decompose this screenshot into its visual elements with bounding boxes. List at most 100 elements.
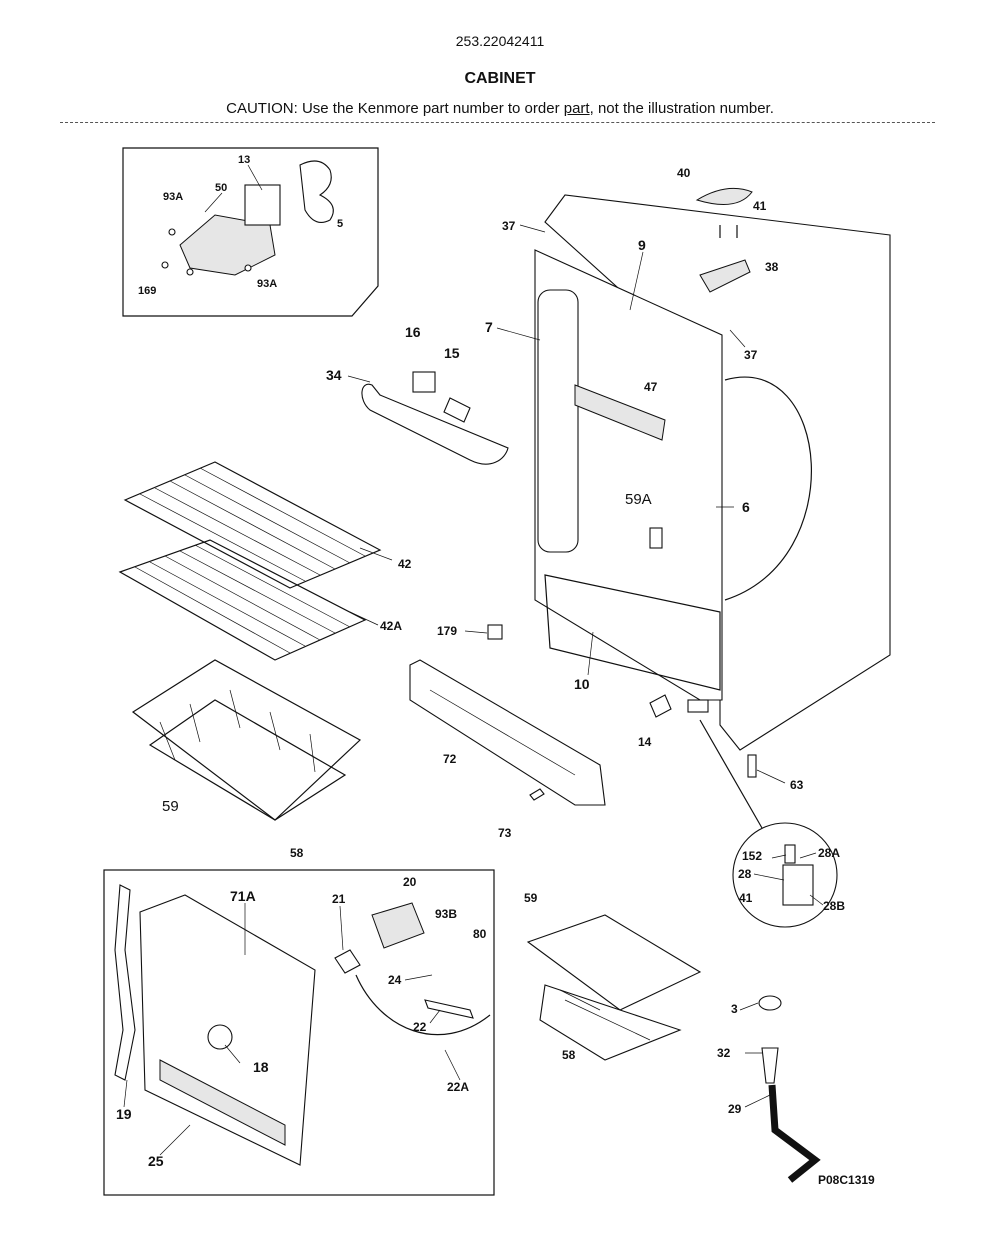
screw-icon [186,268,194,276]
fan-grille [207,1024,233,1050]
drain-hose-29 [768,1084,821,1183]
leveling-leg [747,754,757,778]
handle-light-group [361,371,509,465]
air-duct [574,384,666,441]
hinge-pin [784,844,796,864]
kick-plate-body [409,659,606,806]
callout-28: 28 [738,867,752,881]
clip-179 [487,624,503,640]
lower-panel-inset [103,869,495,1196]
door-handle [361,383,509,465]
cabinet-body [534,187,891,751]
cabinet-opening [534,249,723,701]
light-bulb [443,397,471,423]
hinge-bracket [782,864,814,906]
top-hinge [699,259,751,293]
part-link[interactable]: part [563,100,590,117]
hinge-plate [687,699,709,713]
callout-labels: 13 50 93A 5 169 93A 40 41 38 37 9 7 37 1… [116,154,875,1187]
wire-22a [355,974,491,1036]
callout-41-bottom: 41 [739,891,753,905]
callout-19: 19 [116,1106,132,1122]
callout-58-bottom: 58 [562,1048,576,1062]
kick-plate [409,624,606,806]
callout-18: 18 [253,1059,269,1075]
basket-lower [539,984,682,1061]
callout-6: 6 [742,499,750,515]
light-switch [412,371,436,393]
callout-73: 73 [498,826,512,840]
callout-22a: 22A [447,1080,469,1094]
callout-21: 21 [332,892,346,906]
callout-59-right: 59 [524,891,538,905]
callout-59a: 59A [625,491,652,508]
rear-coil [724,376,812,601]
cover-slot [159,1059,286,1146]
callout-28b: 28B [823,899,845,913]
drain-cap-3 [758,995,782,1011]
callout-42a: 42A [380,619,402,633]
callout-14: 14 [638,735,652,749]
callout-28a: 28A [818,846,840,860]
callout-15: 15 [444,345,460,361]
wire-basket [131,659,362,821]
callout-50: 50 [215,182,227,194]
drain-tube [114,884,136,1081]
callout-93a-bottom: 93A [257,278,277,290]
thermostat-21 [334,949,361,974]
callout-38: 38 [765,260,779,274]
fan-motor [244,184,281,226]
hinge-cover [695,187,753,205]
callout-3: 3 [731,1002,738,1016]
callout-80: 80 [473,927,487,941]
control-box-20 [371,902,425,949]
fan-blade [299,160,334,223]
callout-42: 42 [398,557,412,571]
callout-152: 152 [742,849,762,863]
screw-icon [244,264,252,272]
callout-72: 72 [443,752,457,766]
diagram-code: P08C1319 [818,1173,875,1187]
screw-icon [161,261,169,269]
callout-32: 32 [717,1046,731,1060]
basket-floor [148,699,347,821]
caution-text: CAUTION: Use the Kenmore part number to … [226,100,564,117]
callout-63: 63 [790,778,804,792]
screw-73 [529,788,545,801]
fan-assembly-inset [122,147,379,317]
callout-34: 34 [326,367,342,383]
shelf-lower [118,539,367,661]
callout-58-top: 58 [290,846,304,860]
cabinet-bottom [544,574,721,691]
callout-169: 169 [138,285,156,297]
caution-text-end: , not the illustration number. [589,100,774,117]
shelf-upper [123,461,382,589]
drain-parts [758,995,821,1183]
callout-71a: 71A [230,888,256,904]
inset-frame [122,147,379,317]
callout-13: 13 [238,154,250,166]
drain-fitting-32 [761,1047,779,1084]
callout-16: 16 [405,324,421,340]
caution-notice: CAUTION: Use the Kenmore part number to … [0,100,1000,117]
lower-hinge [649,694,838,928]
basket-rim [131,659,362,821]
callout-40: 40 [677,166,691,180]
screw-icon [168,228,176,236]
section-title: CABINET [464,70,536,87]
callout-179: 179 [437,624,457,638]
leader-lines [123,164,824,1156]
callout-47: 47 [644,380,658,394]
callout-7: 7 [485,319,493,335]
callout-41-top: 41 [753,199,767,213]
hook-icon [649,527,663,549]
model-number: 253.22042411 [455,33,545,49]
callout-29: 29 [728,1102,742,1116]
wire-shelves [118,461,382,661]
callout-93a-top: 93A [163,191,183,203]
callout-37-top: 37 [502,219,516,233]
callout-20: 20 [403,875,417,889]
door-gasket [537,289,579,553]
callout-10: 10 [574,676,590,692]
